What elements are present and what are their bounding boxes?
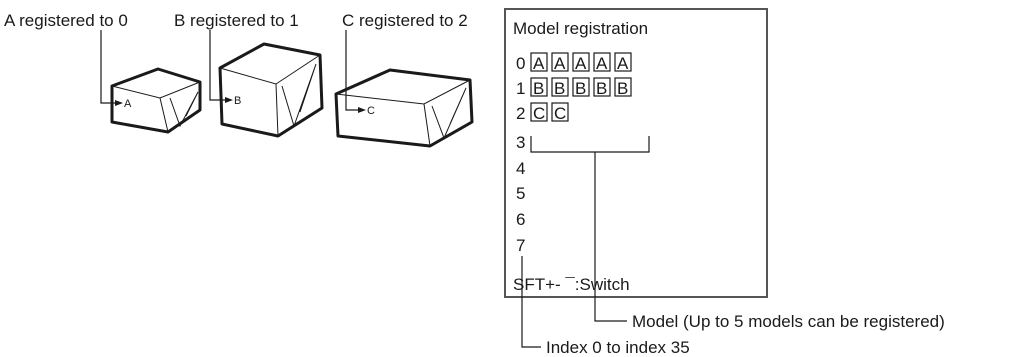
model-cell: B	[554, 79, 565, 98]
panel-footer: SFT+- ¯:Switch	[513, 275, 630, 294]
model-registration-panel	[504, 8, 768, 298]
package-c: C	[334, 30, 474, 148]
model-cell: A	[554, 54, 566, 73]
package-a: A	[100, 30, 202, 134]
model-cell: A	[617, 54, 629, 73]
panel-title: Model registration	[513, 19, 648, 38]
model-cell: A	[533, 54, 545, 73]
model-callout: Model (Up to 5 models can be registered)	[632, 312, 945, 331]
index-callout: Index 0 to index 35	[546, 338, 690, 357]
model-cell: B	[596, 79, 607, 98]
model-cell: A	[575, 54, 587, 73]
model-row-0: A A A A A	[530, 52, 632, 73]
index-leader-line	[521, 256, 541, 348]
model-cell: C	[554, 104, 566, 123]
package-letter-c: C	[367, 105, 375, 117]
index-6: 6	[516, 210, 525, 229]
model-cell: A	[596, 54, 608, 73]
model-row-1: B B B B B	[530, 77, 632, 98]
label-b-registered: B registered to 1	[174, 11, 299, 30]
label-c-registered: C registered to 2	[342, 11, 468, 30]
index-column: 0 1 2 3 4 5 6 7	[516, 54, 525, 255]
package-letter-b: B	[234, 95, 241, 107]
label-a-registered: A registered to 0	[4, 11, 128, 30]
index-0: 0	[516, 54, 525, 73]
model-cell: B	[575, 79, 586, 98]
index-5: 5	[516, 184, 525, 203]
index-1: 1	[516, 79, 525, 98]
model-cell: B	[617, 79, 628, 98]
model-row-2: C C	[530, 102, 569, 123]
model-cell: C	[533, 104, 545, 123]
package-b: B	[209, 30, 324, 138]
index-3: 3	[516, 133, 525, 152]
index-7: 7	[516, 236, 525, 255]
model-leader-line	[594, 152, 627, 322]
package-letter-a: A	[124, 98, 132, 110]
index-4: 4	[516, 159, 525, 178]
model-bracket	[530, 136, 650, 153]
index-2: 2	[516, 104, 525, 123]
model-cell: B	[533, 79, 544, 98]
